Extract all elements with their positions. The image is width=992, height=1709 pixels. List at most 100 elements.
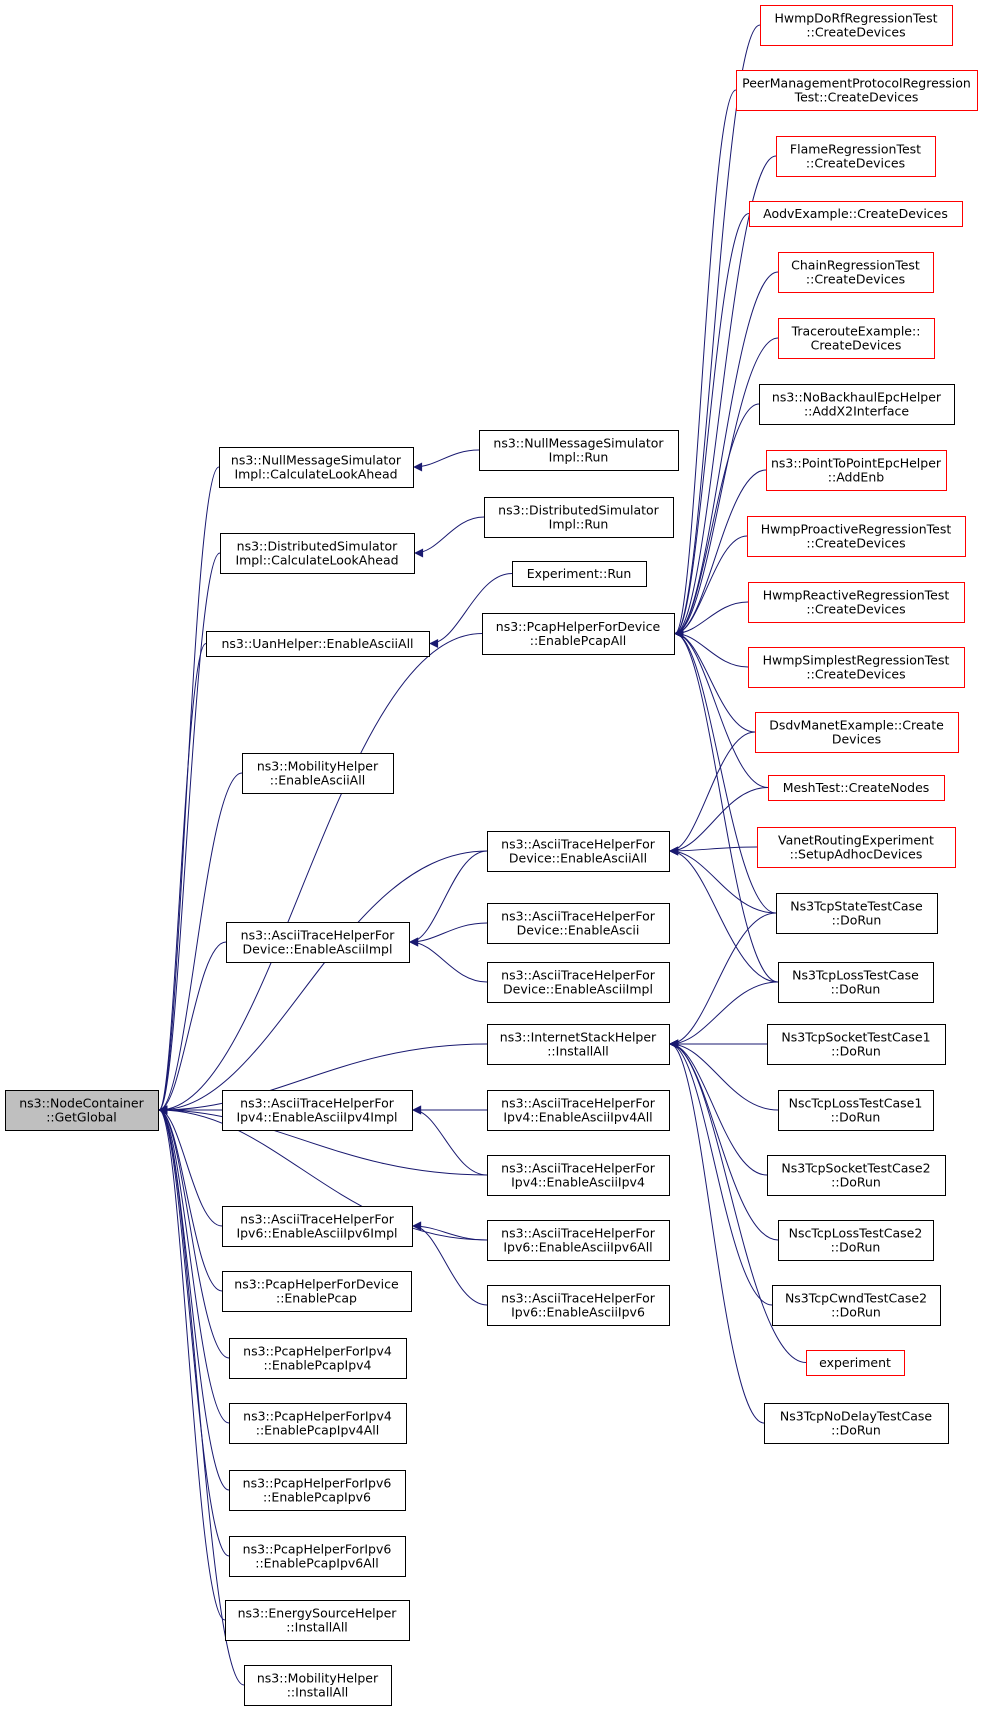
node-n39[interactable]: MeshTest::CreateNodes bbox=[768, 775, 945, 801]
node-n44[interactable]: NscTcpLossTestCase1::DoRun bbox=[778, 1090, 934, 1131]
node-box bbox=[5, 1090, 159, 1131]
node-label-line: TracerouteExample:: bbox=[791, 324, 921, 339]
node-n19[interactable]: ns3::AsciiTraceHelperForIpv6::EnableAsci… bbox=[487, 1285, 670, 1326]
node-label-line: ns3::AsciiTraceHelperFor bbox=[501, 1226, 656, 1241]
node-box bbox=[767, 1155, 946, 1196]
edge-n7-to-n0 bbox=[158, 633, 483, 1115]
node-label-line: Ns3TcpNoDelayTestCase bbox=[780, 1409, 932, 1424]
node-label-line: Impl::Run bbox=[549, 450, 609, 465]
node-n46[interactable]: NscTcpLossTestCase2::DoRun bbox=[778, 1220, 934, 1261]
node-n16[interactable]: ns3::AsciiTraceHelperForIpv4::EnableAsci… bbox=[487, 1155, 670, 1196]
node-n0[interactable]: ns3::NodeContainer::GetGlobal bbox=[5, 1090, 159, 1131]
node-n17[interactable]: ns3::AsciiTraceHelperForIpv6::EnableAsci… bbox=[222, 1206, 413, 1247]
node-box bbox=[487, 1155, 670, 1196]
node-label-line: ns3::NoBackhaulEpcHelper bbox=[772, 390, 942, 405]
node-label-line: ::CreateDevices bbox=[806, 602, 905, 617]
node-box bbox=[512, 561, 647, 587]
node-n5[interactable]: ns3::UanHelper::EnableAsciiAll bbox=[206, 631, 430, 657]
node-label-line: Ipv4::EnableAsciiIpv4All bbox=[503, 1110, 652, 1125]
node-label-line: Device::EnableAsciiAll bbox=[509, 851, 647, 866]
node-n33[interactable]: ns3::NoBackhaulEpcHelper::AddX2Interface bbox=[759, 384, 955, 425]
node-n3[interactable]: ns3::DistributedSimulatorImpl::Calculate… bbox=[220, 533, 415, 574]
node-n49[interactable]: Ns3TcpNoDelayTestCase::DoRun bbox=[764, 1403, 949, 1444]
node-n47[interactable]: Ns3TcpCwndTestCase2::DoRun bbox=[772, 1285, 941, 1326]
node-label-line: ns3::MobilityHelper bbox=[257, 1671, 379, 1686]
node-label-line: ::DoRun bbox=[831, 1240, 881, 1255]
node-n10[interactable]: ns3::AsciiTraceHelperForDevice::EnableAs… bbox=[226, 922, 410, 963]
node-n42[interactable]: Ns3TcpLossTestCase::DoRun bbox=[778, 962, 934, 1003]
node-n38[interactable]: DsdvManetExample::CreateDevices bbox=[755, 712, 959, 753]
node-label-line: ::InstallAll bbox=[287, 1685, 349, 1700]
node-label-line: ::CreateDevices bbox=[806, 272, 905, 287]
node-label-line: ns3::AsciiTraceHelperFor bbox=[240, 1096, 395, 1111]
node-n20[interactable]: ns3::PcapHelperForDevice::EnablePcap bbox=[222, 1271, 412, 1312]
node-n48[interactable]: experiment bbox=[806, 1350, 905, 1376]
edge-n41-to-n9 bbox=[669, 846, 777, 914]
node-n1[interactable]: ns3::NullMessageSimulatorImpl::Calculate… bbox=[219, 447, 414, 488]
node-label-line: ns3::InternetStackHelper bbox=[500, 1030, 657, 1045]
node-n14[interactable]: ns3::AsciiTraceHelperForIpv4::EnableAsci… bbox=[222, 1090, 413, 1131]
node-n34[interactable]: ns3::PointToPointEpcHelper::AddEnb bbox=[766, 450, 947, 491]
node-label-line: Device::EnableAsciiImpl bbox=[503, 982, 653, 997]
node-label-line: Impl::CalculateLookAhead bbox=[234, 467, 397, 482]
node-n21[interactable]: ns3::PcapHelperForIpv4::EnablePcapIpv4 bbox=[229, 1338, 407, 1379]
node-n25[interactable]: ns3::EnergySourceHelper::InstallAll bbox=[225, 1600, 410, 1641]
node-label-line: ns3::AsciiTraceHelperFor bbox=[501, 909, 656, 924]
node-box bbox=[479, 430, 679, 471]
node-n23[interactable]: ns3::PcapHelperForIpv6::EnablePcapIpv6 bbox=[229, 1470, 406, 1511]
node-label-line: ns3::AsciiTraceHelperFor bbox=[501, 968, 656, 983]
node-box bbox=[487, 903, 670, 944]
node-label-line: ::DoRun bbox=[831, 1305, 881, 1320]
edge-n26-to-n0 bbox=[158, 1105, 245, 1686]
node-n32[interactable]: TracerouteExample::CreateDevices bbox=[778, 318, 935, 359]
node-label-line: ns3::MobilityHelper bbox=[257, 759, 379, 774]
edge-n39-to-n7 bbox=[674, 629, 769, 788]
node-n22[interactable]: ns3::PcapHelperForIpv4::EnablePcapIpv4Al… bbox=[229, 1403, 407, 1444]
node-n30[interactable]: AodvExample::CreateDevices bbox=[749, 201, 963, 227]
node-n13[interactable]: ns3::InternetStackHelper::InstallAll bbox=[487, 1024, 670, 1065]
node-n37[interactable]: HwmpSimplestRegressionTest::CreateDevice… bbox=[748, 647, 965, 688]
node-box bbox=[487, 1024, 670, 1065]
node-box bbox=[778, 318, 935, 359]
node-label-line: NscTcpLossTestCase1 bbox=[789, 1096, 923, 1111]
node-box bbox=[776, 893, 938, 934]
edge-n2-to-n1 bbox=[413, 449, 480, 472]
node-n26[interactable]: ns3::MobilityHelper::InstallAll bbox=[244, 1665, 392, 1706]
node-n31[interactable]: ChainRegressionTest::CreateDevices bbox=[778, 252, 934, 293]
node-label-line: AodvExample::CreateDevices bbox=[763, 206, 948, 221]
node-n7[interactable]: ns3::PcapHelperForDevice::EnablePcapAll bbox=[482, 613, 675, 655]
node-label-line: VanetRoutingExperiment bbox=[778, 833, 934, 848]
node-label-line: ::CreateDevices bbox=[806, 25, 905, 40]
node-box bbox=[772, 1285, 941, 1326]
node-n40[interactable]: VanetRoutingExperiment::SetupAdhocDevice… bbox=[757, 827, 956, 868]
node-label-line: ns3::EnergySourceHelper bbox=[238, 1606, 398, 1621]
node-n35[interactable]: HwmpProactiveRegressionTest::CreateDevic… bbox=[747, 516, 966, 557]
node-label-line: ::DoRun bbox=[831, 1044, 881, 1059]
node-n15[interactable]: ns3::AsciiTraceHelperForIpv4::EnableAsci… bbox=[487, 1090, 670, 1131]
node-label-line: Ipv6::EnableAsciiIpv6All bbox=[503, 1240, 652, 1255]
node-n45[interactable]: Ns3TcpSocketTestCase2::DoRun bbox=[767, 1155, 946, 1196]
node-n41[interactable]: Ns3TcpStateTestCase::DoRun bbox=[776, 893, 938, 934]
node-label-line: ::AddEnb bbox=[828, 470, 884, 485]
node-n28[interactable]: PeerManagementProtocolRegressionTest::Cr… bbox=[736, 70, 978, 111]
node-n27[interactable]: HwmpDoRfRegressionTest::CreateDevices bbox=[760, 5, 953, 46]
node-label-line: ::InstallAll bbox=[547, 1044, 609, 1059]
node-label-line: ::EnablePcapAll bbox=[530, 633, 627, 648]
node-box bbox=[778, 962, 934, 1003]
edge-n1-to-n0 bbox=[158, 466, 220, 1115]
node-n11[interactable]: ns3::AsciiTraceHelperForDevice::EnableAs… bbox=[487, 903, 670, 944]
node-n8[interactable]: ns3::MobilityHelper::EnableAsciiAll bbox=[242, 753, 394, 794]
node-n18[interactable]: ns3::AsciiTraceHelperForIpv6::EnableAsci… bbox=[487, 1220, 670, 1261]
node-n24[interactable]: ns3::PcapHelperForIpv6::EnablePcapIpv6Al… bbox=[229, 1536, 406, 1577]
node-n43[interactable]: Ns3TcpSocketTestCase1::DoRun bbox=[767, 1024, 946, 1065]
node-n6[interactable]: Experiment::Run bbox=[512, 561, 647, 587]
edge-n49-to-n13 bbox=[669, 1039, 765, 1424]
edge-n44-to-n13 bbox=[669, 1039, 779, 1111]
node-n36[interactable]: HwmpReactiveRegressionTest::CreateDevice… bbox=[748, 582, 965, 623]
node-n9[interactable]: ns3::AsciiTraceHelperForDevice::EnableAs… bbox=[487, 831, 670, 872]
node-n12[interactable]: ns3::AsciiTraceHelperForDevice::EnableAs… bbox=[487, 962, 670, 1003]
node-label-line: ns3::AsciiTraceHelperFor bbox=[501, 1291, 656, 1306]
node-n29[interactable]: FlameRegressionTest::CreateDevices bbox=[776, 136, 936, 177]
